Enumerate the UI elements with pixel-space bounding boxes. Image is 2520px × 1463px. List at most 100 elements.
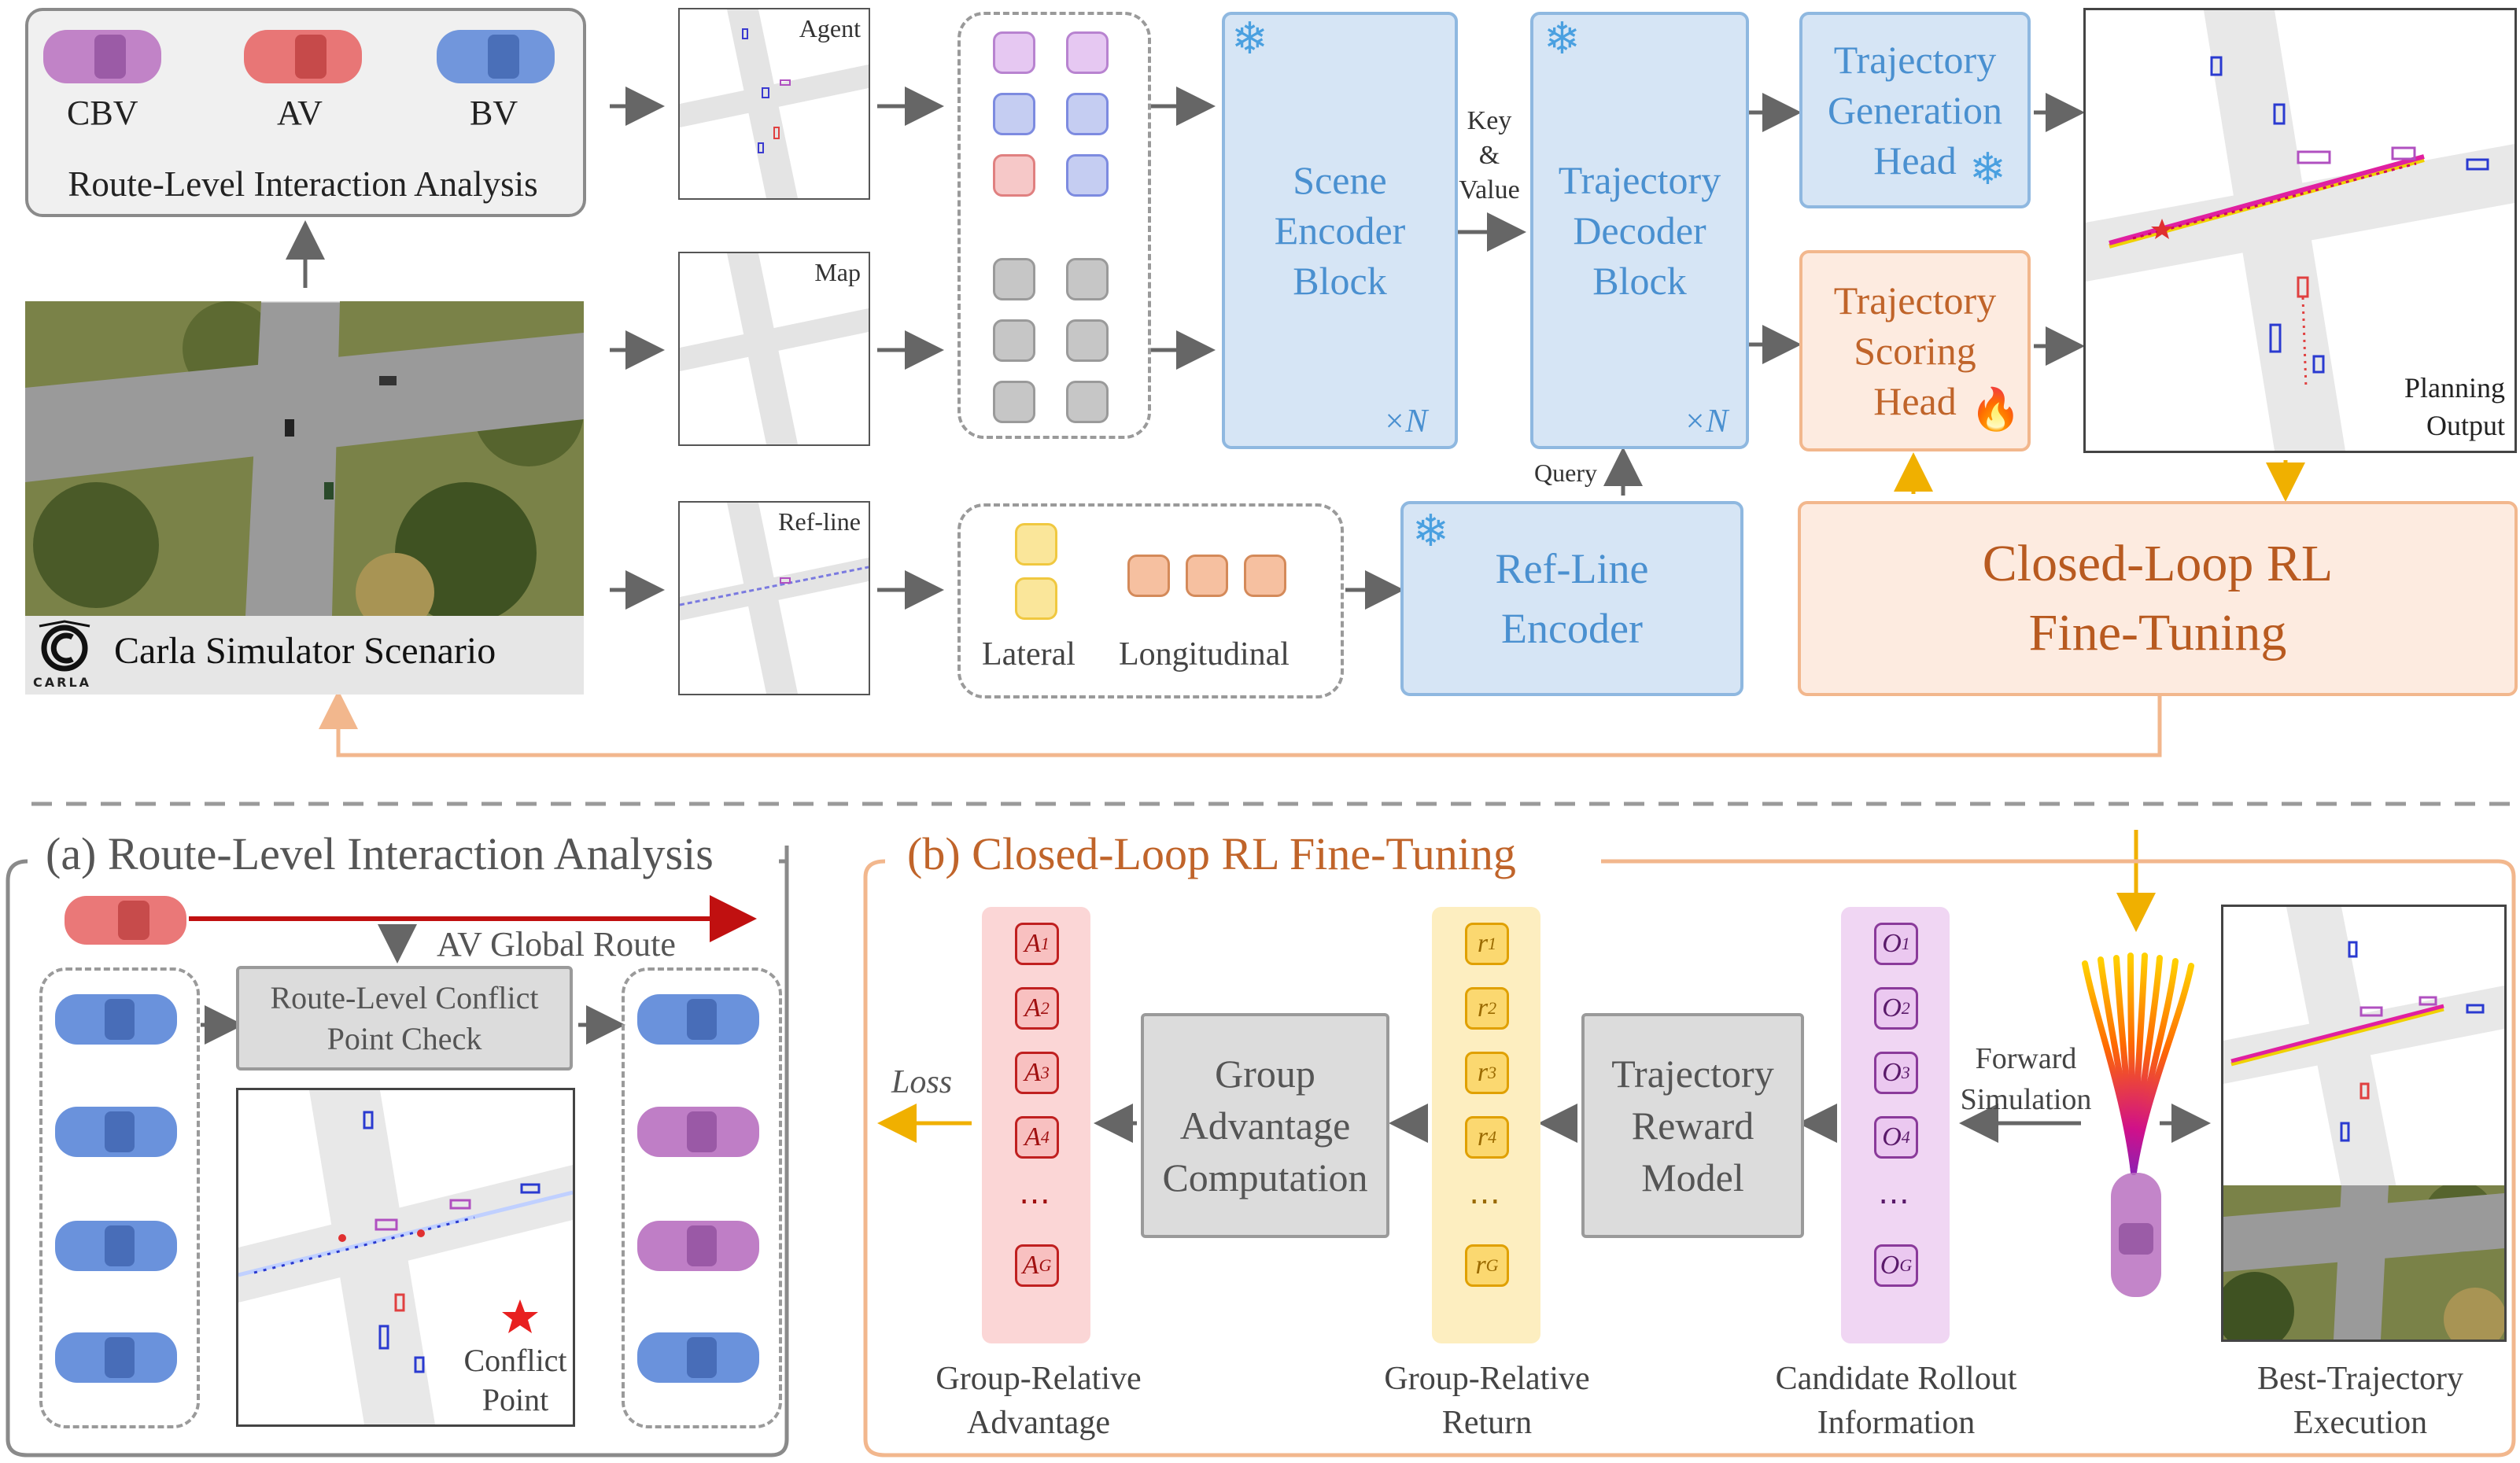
best-trajectory-map: [2221, 905, 2507, 1190]
fire-icon: 🔥: [1970, 388, 2021, 433]
carla-logo-icon: [39, 620, 90, 672]
panel-b-frame: [863, 859, 2516, 1457]
scene-encoder-label: Scene Encoder Block: [1274, 158, 1406, 303]
av-car-icon: [244, 30, 362, 83]
planning-output-label: Planning Output: [2404, 372, 2505, 441]
key-value-label: Key & Value: [1459, 106, 1520, 205]
snowflake-icon: ❄: [1412, 507, 1449, 556]
carla-logo-text: CARLA: [33, 675, 92, 690]
refline-encoder-block: Ref-Line Encoder: [1400, 501, 1743, 696]
refline-token-group: [957, 503, 1344, 698]
input-vehicles-group: [39, 967, 200, 1428]
scene-encoder-block: Scene Encoder Block: [1222, 12, 1458, 449]
longitudinal-label: Longitudinal: [1119, 636, 1290, 673]
reward-model-label: Trajectory Reward Model: [1611, 1052, 1774, 1200]
av-car-icon: [2111, 1173, 2161, 1297]
cbv-car-icon: [43, 30, 161, 83]
trajectory-reward-model-box: Trajectory Reward Model: [1581, 1013, 1804, 1238]
map-token: [1066, 381, 1109, 423]
conflict-map-image: [236, 1088, 575, 1427]
trajectory-decoder-label: Trajectory Decoder Block: [1558, 158, 1721, 303]
lateral-token: [1015, 523, 1057, 566]
av-global-route-label: AV Global Route: [437, 925, 676, 964]
map-token: [993, 258, 1035, 300]
loss-label: Loss: [891, 1064, 953, 1100]
longitudinal-token: [1186, 555, 1228, 597]
best-trajectory-carla-image: [2221, 1185, 2507, 1342]
conflict-point-check-box: Route-Level Conflict Point Check: [236, 966, 573, 1071]
refline-thumbnail-label: Ref-line: [778, 507, 861, 536]
agent-thumbnail: Agent: [678, 8, 870, 200]
route-level-analysis-label: Route-Level Interaction Analysis: [68, 164, 538, 204]
panel-b-title: (b) Closed-Loop RL Fine-Tuning: [901, 827, 1522, 880]
forward-simulation-label: Forward Simulation: [1960, 1042, 2092, 1116]
advantage-caption: Group-Relative Advantage: [935, 1361, 1142, 1441]
cbv-label: CBV: [67, 94, 138, 132]
refline-encoder-label: Ref-Line Encoder: [1495, 545, 1649, 652]
query-label: Query: [1534, 459, 1597, 487]
scoring-head-label: Trajectory Scoring Head: [1833, 278, 1997, 423]
snowflake-icon: ❄: [1544, 15, 1581, 64]
map-thumbnail: Map: [678, 252, 870, 446]
trajectory-fan: [2082, 953, 2194, 1175]
generation-head-label: Trajectory Generation Head: [1827, 38, 2003, 182]
map-token: [993, 381, 1035, 423]
panel-a-frame: [6, 846, 789, 1457]
output-vehicle-icons: [637, 994, 759, 1383]
planning-output-image: Planning Output: [2083, 8, 2517, 453]
closed-loop-rl-box: Closed-Loop RL Fine-Tuning: [1798, 501, 2518, 696]
panel-a-title: (a) Route-Level Interaction Analysis: [41, 827, 718, 880]
bv-label: BV: [470, 94, 518, 132]
trajectory-generation-head: Trajectory Generation Head: [1799, 12, 2031, 208]
agent-token: [993, 154, 1035, 197]
agent-token: [1066, 154, 1109, 197]
agent-car-icons: [43, 30, 555, 83]
refline-thumbnail: Ref-line: [678, 501, 870, 695]
star-icon: [502, 1299, 538, 1333]
longitudinal-token: [1127, 555, 1170, 597]
return-token: ⋯: [1469, 1182, 1500, 1218]
lateral-token: [1015, 577, 1057, 620]
execution-caption: Best-Trajectory Execution: [2256, 1361, 2464, 1441]
scene-encoder-repeat: ×N: [1383, 404, 1428, 440]
map-thumbnail-label: Map: [814, 258, 861, 286]
agent-token: [1066, 93, 1109, 135]
agent-token: [993, 93, 1035, 135]
bv-car-icon: [437, 30, 555, 83]
lateral-label: Lateral: [982, 636, 1076, 673]
map-token: [1066, 258, 1109, 300]
flow-arrows: [201, 87, 2211, 1143]
group-advantage-label: Group Advantage Computation: [1162, 1052, 1368, 1200]
snowflake-icon: ❄: [1231, 15, 1268, 64]
agent-thumbnail-label: Agent: [799, 14, 861, 42]
av-label: AV: [277, 94, 323, 132]
conflict-point-label: Conflict Point: [463, 1343, 567, 1417]
feedback-arrow: [319, 690, 2162, 757]
trajectory-scoring-head: Trajectory Scoring Head: [1799, 250, 2031, 451]
trajectory-decoder-block: Trajectory Decoder Block: [1530, 12, 1749, 449]
map-token: [993, 319, 1035, 362]
trajectory-decoder-repeat: ×N: [1684, 404, 1729, 440]
snowflake-icon: ❄: [1969, 146, 2006, 194]
conflict-check-label: Route-Level Conflict Point Check: [270, 979, 539, 1056]
map-token: [1066, 319, 1109, 362]
scene-token-group: [957, 12, 1151, 439]
carla-scene-image: [25, 301, 584, 616]
agent-token: [1066, 31, 1109, 74]
carla-caption-bar: [25, 616, 584, 695]
output-vehicles-group: [622, 967, 782, 1428]
